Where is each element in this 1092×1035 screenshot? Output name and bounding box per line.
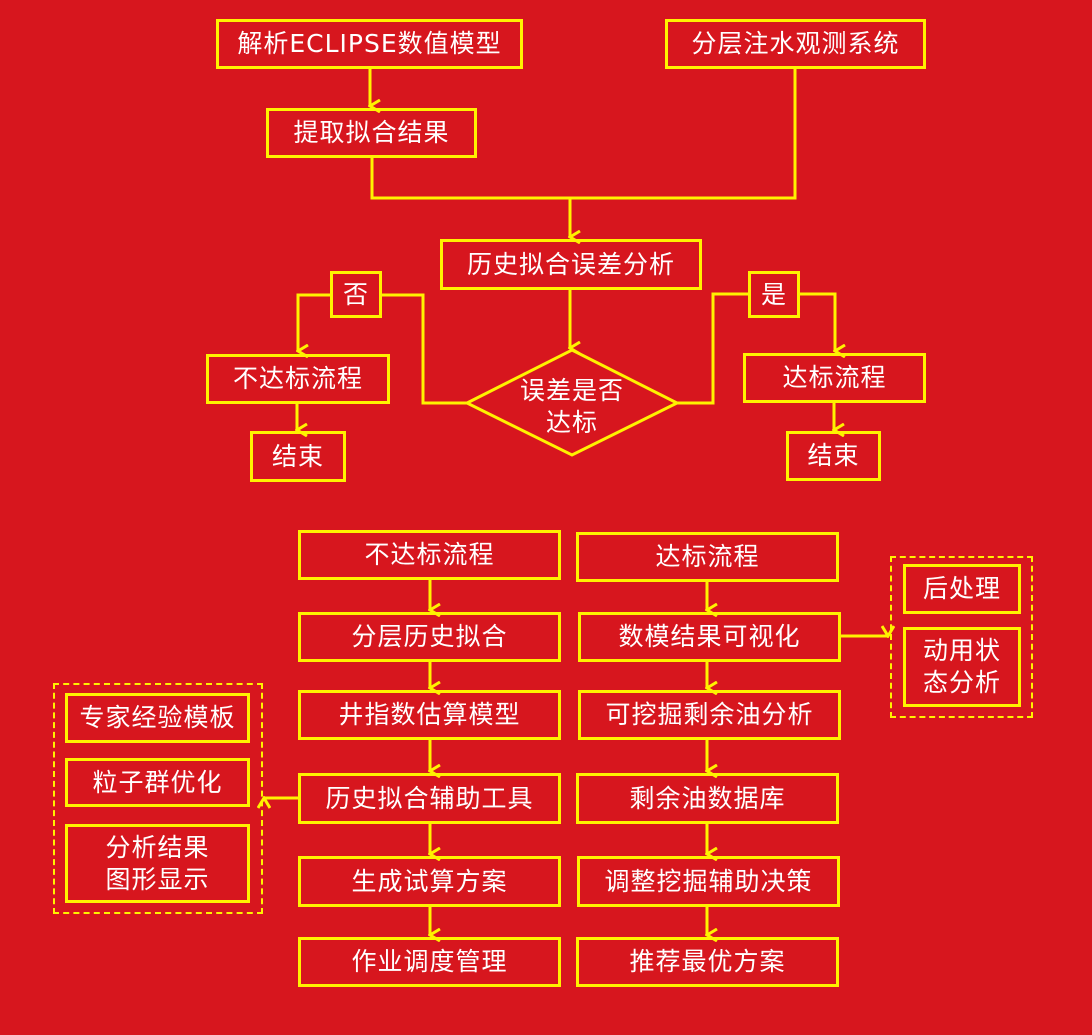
decision-label-line1: 误差是否	[519, 376, 624, 405]
post-processing-group	[890, 556, 1033, 718]
fail-column-box: 井指数估算模型	[298, 690, 561, 740]
decision-diamond	[463, 348, 681, 457]
parse-eclipse-model-label: 解析ECLIPSE数值模型	[237, 29, 502, 58]
line-decision-yes	[677, 292, 748, 405]
pso-box: 粒子群优化	[65, 758, 250, 807]
pass-column-label: 推荐最优方案	[629, 947, 786, 976]
pass-column-label: 剩余油数据库	[629, 783, 786, 813]
arrow-yes-to-pass	[799, 292, 835, 351]
pass-column-label: 数模结果可视化	[618, 622, 801, 651]
pass-column-box: 可挖掘剩余油分析	[578, 690, 841, 740]
pass-flow-box: 达标流程	[743, 353, 926, 403]
end-left-label: 结束	[271, 441, 324, 471]
fail-column-label: 生成试算方案	[351, 866, 508, 896]
fail-column-label: 井指数估算模型	[338, 700, 521, 729]
post-processing-label: 后处理	[922, 574, 1001, 603]
pass-column-label: 可挖掘剩余油分析	[605, 700, 814, 729]
observation-system-box: 分层注水观测系统	[665, 19, 926, 69]
fail-column-box: 作业调度管理	[298, 937, 561, 987]
usage-state-line1: 动用状	[922, 636, 1001, 665]
arrow-no-to-fail	[298, 293, 330, 351]
fail-column-label: 不达标流程	[364, 540, 495, 569]
post-processing-box: 后处理	[903, 564, 1021, 614]
graphic-display-box: 分析结果 图形显示	[65, 824, 250, 903]
pass-column-box: 数模结果可视化	[578, 612, 841, 662]
parse-eclipse-model-box: 解析ECLIPSE数值模型	[216, 19, 523, 69]
fail-flow-label: 不达标流程	[232, 364, 363, 393]
no-branch-box: 否	[330, 271, 382, 318]
fail-column-box: 分层历史拟合	[298, 612, 561, 662]
fail-flow-box: 不达标流程	[206, 354, 390, 404]
error-analysis-box: 历史拟合误差分析	[440, 239, 702, 290]
pass-flow-label: 达标流程	[782, 363, 887, 392]
usage-state-analysis-box: 动用状 态分析	[903, 627, 1021, 707]
pass-column-box: 达标流程	[576, 532, 839, 582]
yes-branch-box: 是	[748, 271, 800, 318]
graphic-display-line1: 分析结果	[105, 832, 210, 862]
expert-template-box: 专家经验模板	[65, 693, 250, 743]
line-decision-no	[381, 293, 467, 405]
no-branch-label: 否	[342, 279, 369, 309]
graphic-display-line2: 图形显示	[105, 864, 210, 894]
decision-label: 误差是否 达标	[497, 375, 647, 439]
extract-results-box: 提取拟合结果	[266, 108, 477, 158]
pass-column-box: 推荐最优方案	[576, 937, 839, 987]
yes-branch-label: 是	[760, 279, 787, 309]
end-left-box: 结束	[250, 431, 346, 482]
error-analysis-label: 历史拟合误差分析	[466, 249, 675, 279]
tools-group	[53, 683, 263, 914]
fail-column-label: 分层历史拟合	[351, 622, 508, 651]
line-extract-merge	[370, 68, 797, 200]
pass-column-label: 达标流程	[655, 542, 760, 571]
fail-column-label: 作业调度管理	[351, 947, 508, 976]
expert-template-label: 专家经验模板	[79, 703, 236, 732]
fail-column-label: 历史拟合辅助工具	[325, 783, 534, 813]
pso-label: 粒子群优化	[92, 767, 223, 797]
end-right-label: 结束	[807, 441, 860, 470]
fail-column-box: 生成试算方案	[298, 856, 561, 907]
pass-column-box: 调整挖掘辅助决策	[577, 856, 840, 907]
fail-column-box: 不达标流程	[298, 530, 561, 580]
pass-column-box: 剩余油数据库	[576, 773, 839, 824]
usage-state-line2: 态分析	[922, 668, 1001, 697]
extract-results-label: 提取拟合结果	[293, 118, 450, 147]
decision-label-line2: 达标	[545, 408, 598, 437]
observation-system-label: 分层注水观测系统	[691, 29, 900, 58]
pass-column-label: 调整挖掘辅助决策	[604, 866, 813, 896]
end-right-box: 结束	[786, 431, 881, 481]
fail-column-box: 历史拟合辅助工具	[298, 773, 561, 824]
